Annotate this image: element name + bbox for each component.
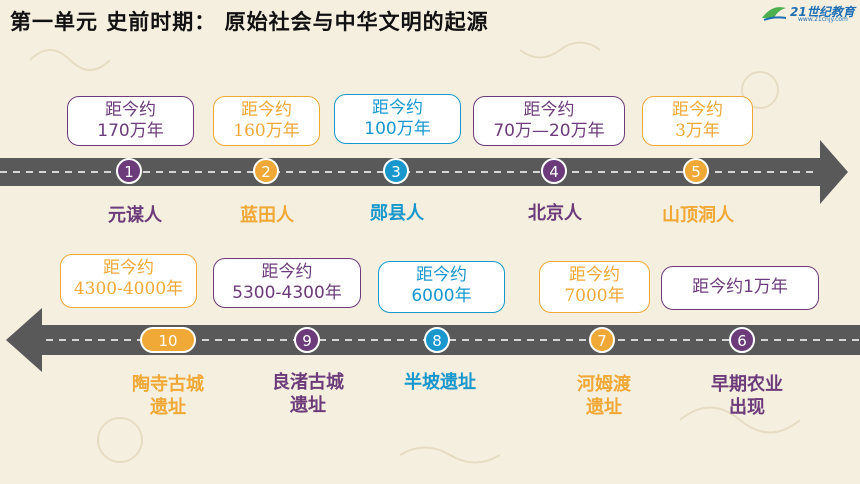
date-box-7: 距今约 7000年 [539, 261, 650, 313]
site-label-10: 陶寺古城 遗址 [132, 374, 204, 418]
period-label-2: 蓝田人 [240, 205, 294, 226]
logo: 21世纪教育 www.21cnjy.com [760, 2, 856, 24]
date-box-2: 距今约 160万年 [213, 96, 320, 146]
date-box-8: 距今约 6000年 [378, 261, 505, 313]
date-box-1: 距今约 170万年 [67, 96, 194, 146]
site-label-7: 河姆渡 遗址 [577, 374, 631, 418]
timeline-marker-9: 9 [294, 327, 320, 353]
timeline-marker-3: 3 [383, 158, 409, 184]
date-box-10: 距今约 4300-4000年 [60, 254, 197, 308]
date-box-3: 距今约 100万年 [334, 94, 461, 144]
site-label-6: 早期农业 出现 [711, 374, 783, 418]
timeline-marker-4: 4 [541, 158, 567, 184]
logo-icon [762, 7, 787, 21]
period-label-3: 郧县人 [370, 203, 424, 224]
date-box-4: 距今约 70万—20万年 [473, 96, 625, 146]
timeline-marker-2: 2 [253, 158, 279, 184]
timeline-marker-7: 7 [589, 327, 615, 353]
period-label-4: 北京人 [528, 203, 582, 224]
period-label-1: 元谋人 [108, 205, 162, 226]
date-box-6: 距今约1万年 [661, 266, 819, 310]
timeline-marker-1: 1 [116, 158, 142, 184]
period-label-5: 山顶洞人 [662, 205, 734, 226]
site-label-8: 半坡遗址 [404, 372, 476, 393]
timeline-marker-5: 5 [683, 158, 709, 184]
date-box-9: 距今约 5300-4300年 [213, 258, 361, 308]
logo-text: 21世纪教育 [790, 5, 855, 19]
timeline-marker-10: 10 [140, 327, 196, 353]
site-label-9: 良渚古城 遗址 [272, 372, 344, 416]
logo-url: www.21cnjy.com [798, 16, 848, 23]
timeline-marker-8: 8 [424, 327, 450, 353]
date-box-5: 距今约 3万年 [642, 96, 753, 146]
timeline-marker-6: 6 [729, 327, 755, 353]
page-title: 第一单元 史前时期： 原始社会与中华文明的起源 [10, 9, 489, 34]
